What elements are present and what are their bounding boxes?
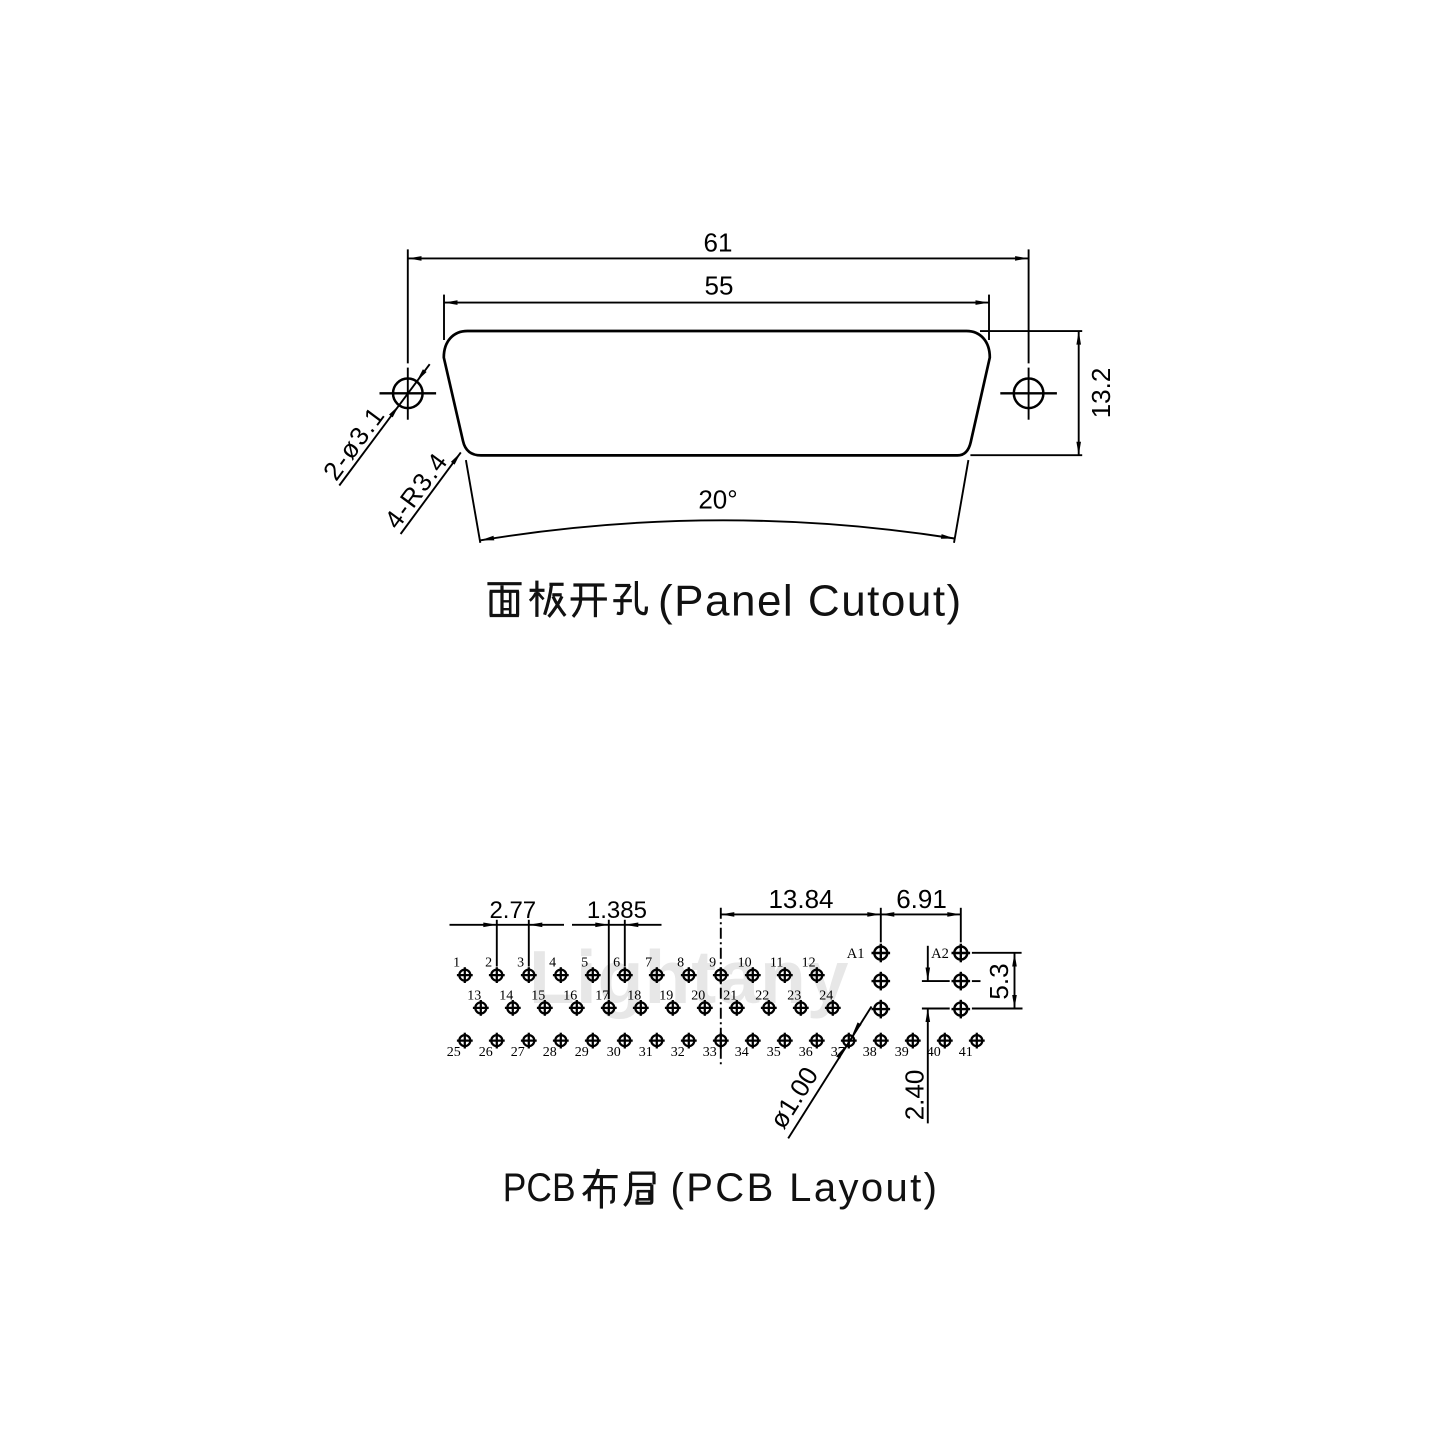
svg-text:38: 38 <box>863 1045 877 1060</box>
svg-text:28: 28 <box>543 1045 557 1060</box>
svg-text:24: 24 <box>819 988 833 1003</box>
svg-text:A1: A1 <box>847 946 865 962</box>
svg-text:19: 19 <box>659 988 673 1003</box>
svg-text:34: 34 <box>735 1045 749 1060</box>
svg-text:41: 41 <box>959 1045 973 1060</box>
svg-text:32: 32 <box>671 1045 685 1060</box>
svg-text:21: 21 <box>723 988 737 1003</box>
svg-text:9: 9 <box>709 956 716 971</box>
svg-text:(Panel Cutout): (Panel Cutout) <box>658 577 963 626</box>
svg-text:25: 25 <box>447 1045 461 1060</box>
svg-text:13.84: 13.84 <box>768 884 833 914</box>
svg-text:1: 1 <box>453 956 460 971</box>
svg-text:36: 36 <box>799 1045 813 1060</box>
svg-text:14: 14 <box>499 988 513 1003</box>
svg-text:61: 61 <box>704 228 733 258</box>
svg-text:18: 18 <box>627 988 641 1003</box>
svg-text:11: 11 <box>770 956 783 971</box>
svg-text:26: 26 <box>479 1045 493 1060</box>
svg-text:27: 27 <box>511 1045 525 1060</box>
svg-text:6: 6 <box>613 956 620 971</box>
svg-text:8: 8 <box>677 956 684 971</box>
svg-text:2.40: 2.40 <box>900 1070 930 1121</box>
svg-text:6.91: 6.91 <box>896 884 947 914</box>
svg-text:A2: A2 <box>931 946 949 962</box>
svg-text:31: 31 <box>639 1045 653 1060</box>
svg-text:4: 4 <box>549 956 556 971</box>
svg-text:55: 55 <box>705 271 734 301</box>
svg-text:15: 15 <box>531 988 545 1003</box>
svg-text:29: 29 <box>575 1045 589 1060</box>
svg-text:40: 40 <box>927 1045 941 1060</box>
svg-text:PCB: PCB <box>503 1166 576 1210</box>
svg-text:17: 17 <box>595 988 609 1003</box>
svg-text:5.3: 5.3 <box>984 963 1014 999</box>
svg-text:33: 33 <box>703 1045 717 1060</box>
svg-text:10: 10 <box>738 956 752 971</box>
svg-text:13.2: 13.2 <box>1086 368 1116 419</box>
svg-text:1.385: 1.385 <box>587 897 647 924</box>
svg-text:39: 39 <box>895 1045 909 1060</box>
svg-text:37: 37 <box>831 1045 845 1060</box>
svg-text:20: 20 <box>691 988 705 1003</box>
svg-text:5: 5 <box>581 956 588 971</box>
svg-text:13: 13 <box>467 988 481 1003</box>
svg-text:35: 35 <box>767 1045 781 1060</box>
svg-text:12: 12 <box>802 956 816 971</box>
svg-text:2: 2 <box>485 956 492 971</box>
svg-text:22: 22 <box>755 988 769 1003</box>
svg-text:2.77: 2.77 <box>489 897 536 924</box>
svg-text:7: 7 <box>645 956 652 971</box>
svg-text:30: 30 <box>607 1045 621 1060</box>
svg-text:16: 16 <box>563 988 577 1003</box>
svg-text:23: 23 <box>787 988 801 1003</box>
svg-text:(PCB Layout): (PCB Layout) <box>671 1166 940 1210</box>
svg-text:20°: 20° <box>698 485 737 515</box>
svg-text:3: 3 <box>517 956 524 971</box>
